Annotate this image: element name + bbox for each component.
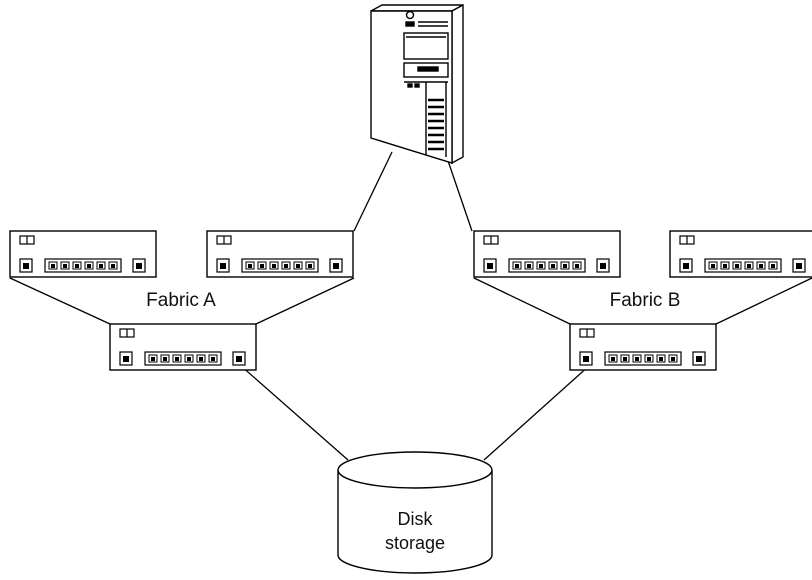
link-a1-a3: [9, 277, 111, 325]
port-pin: [272, 264, 276, 268]
port-pin: [136, 263, 142, 269]
port-pin: [735, 264, 739, 268]
port-pin: [623, 357, 627, 361]
fabric-a-switch-1: [9, 230, 157, 278]
port-pin: [611, 357, 615, 361]
link-a2-a3: [255, 277, 355, 325]
port-pin: [711, 264, 715, 268]
port-pin: [635, 357, 639, 361]
fabric-b-switch-1: [473, 230, 621, 278]
link-a3-storage: [239, 364, 349, 461]
port-pin: [747, 264, 751, 268]
storage-label-line2: storage: [385, 533, 445, 553]
port-pin: [696, 356, 702, 362]
port-pin: [51, 264, 55, 268]
port-pin: [199, 357, 203, 361]
link-server-fabric-a: [353, 151, 393, 232]
storage-label-line1: Disk: [398, 509, 434, 529]
fabric-a-core-switch: [109, 323, 257, 371]
port-pin: [308, 264, 312, 268]
port-pin: [248, 264, 252, 268]
port-pin: [796, 263, 802, 269]
port-pin: [87, 264, 91, 268]
port-pin: [236, 356, 242, 362]
server-tower-icon: [370, 3, 464, 165]
port-pin: [163, 357, 167, 361]
port-pin: [75, 264, 79, 268]
fabric-a-switch-2: [206, 230, 354, 278]
port-pin: [63, 264, 67, 268]
link-b2-b3: [715, 277, 812, 325]
port-pin: [671, 357, 675, 361]
disk-cylinder-icon: [337, 451, 493, 574]
port-pin: [647, 357, 651, 361]
port-pin: [600, 263, 606, 269]
port-pin: [211, 357, 215, 361]
port-pin: [333, 263, 339, 269]
connection-lines: [9, 151, 812, 461]
port-pin: [296, 264, 300, 268]
port-pin: [187, 357, 191, 361]
port-pin: [539, 264, 543, 268]
port-pin: [563, 264, 567, 268]
port-pin: [151, 357, 155, 361]
fabric-b-core-switch: [569, 323, 717, 371]
port-pin: [99, 264, 103, 268]
port-pin: [527, 264, 531, 268]
port-pin: [683, 263, 689, 269]
port-pin: [23, 263, 29, 269]
fabric-b-label: Fabric B: [610, 290, 681, 311]
port-pin: [551, 264, 555, 268]
port-pin: [583, 356, 589, 362]
fabric-a-label: Fabric A: [146, 290, 216, 311]
port-pin: [723, 264, 727, 268]
port-pin: [515, 264, 519, 268]
link-server-fabric-b: [444, 151, 473, 232]
fabric-b-switch-2: [669, 230, 812, 278]
port-pin: [284, 264, 288, 268]
port-pin: [659, 357, 663, 361]
port-pin: [123, 356, 129, 362]
port-pin: [220, 263, 226, 269]
port-pin: [759, 264, 763, 268]
port-pin: [487, 263, 493, 269]
port-pin: [175, 357, 179, 361]
port-pin: [575, 264, 579, 268]
link-b3-storage: [483, 364, 591, 461]
port-pin: [260, 264, 264, 268]
port-pin: [771, 264, 775, 268]
port-pin: [111, 264, 115, 268]
link-b1-b3: [473, 277, 571, 325]
